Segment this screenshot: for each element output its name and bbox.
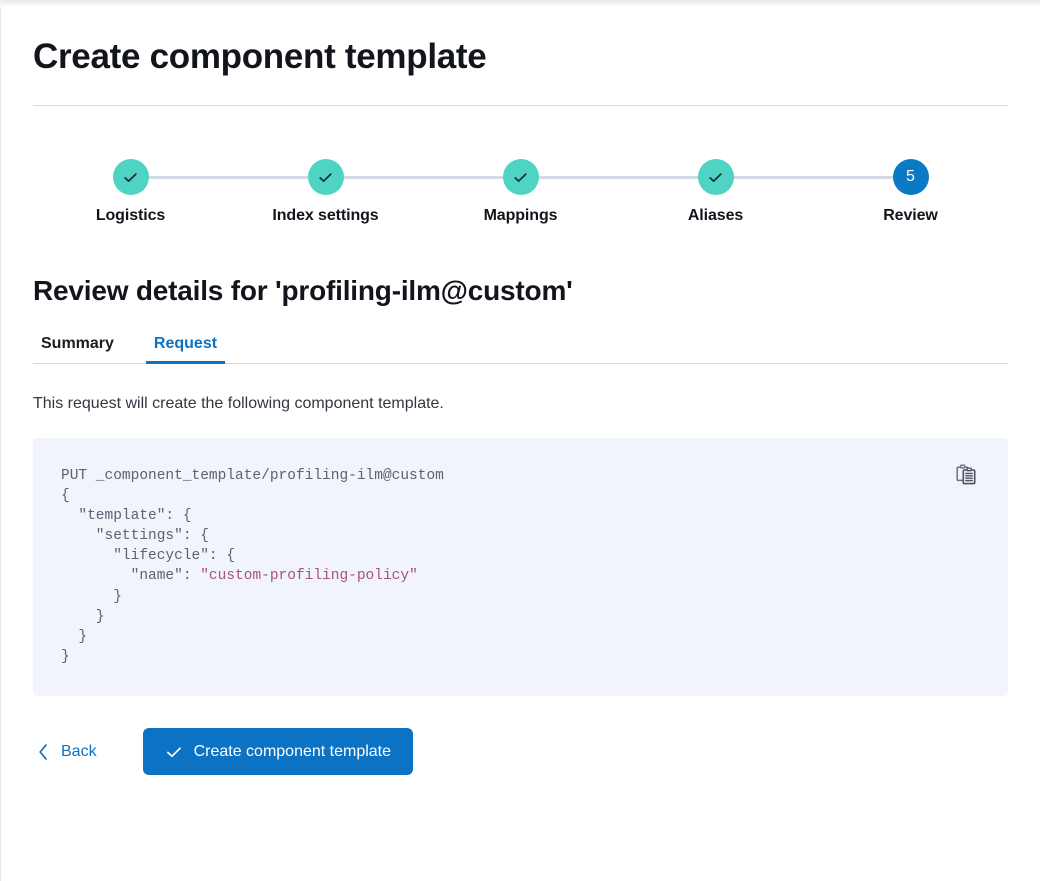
check-icon bbox=[709, 172, 722, 182]
window-top-chrome bbox=[0, 0, 1040, 7]
tab-request[interactable]: Request bbox=[145, 335, 226, 364]
stepper-label: Aliases bbox=[687, 207, 744, 224]
back-button[interactable]: Back bbox=[33, 737, 101, 767]
request-code-block[interactable]: PUT _component_template/profiling-ilm@cu… bbox=[33, 438, 1008, 667]
check-icon bbox=[319, 172, 332, 182]
page-title: Create component template bbox=[33, 37, 487, 76]
request-body-line: } bbox=[61, 588, 122, 605]
request-body-line: "template": { bbox=[61, 508, 192, 525]
create-component-template-label: Create component template bbox=[193, 742, 392, 760]
stepper-connector bbox=[813, 176, 911, 179]
page-left-border bbox=[0, 7, 1, 881]
request-body-line: } bbox=[61, 648, 70, 665]
wizard-footer: Back Create component template bbox=[33, 728, 1008, 775]
stepper-circle-current[interactable]: 5 bbox=[892, 159, 929, 195]
stepper-step-mappings[interactable]: Mappings bbox=[423, 159, 618, 225]
stepper-label: Mappings bbox=[483, 207, 558, 224]
stepper-step-review[interactable]: 5 Review bbox=[813, 159, 1008, 225]
request-body-line: } bbox=[61, 608, 105, 625]
create-component-template-button[interactable]: Create component template bbox=[142, 728, 414, 775]
review-tabs: Summary Request bbox=[33, 335, 1008, 364]
copy-request-button[interactable] bbox=[954, 462, 978, 486]
stepper-circle-complete[interactable] bbox=[697, 159, 734, 195]
review-heading: Review details for 'profiling-ilm@custom… bbox=[33, 275, 573, 306]
tab-summary[interactable]: Summary bbox=[41, 335, 114, 352]
stepper-connector bbox=[228, 176, 326, 179]
stepper-step-index-settings[interactable]: Index settings bbox=[228, 159, 423, 225]
request-policy-value: "custom-profiling-policy" bbox=[200, 568, 418, 585]
stepper-connector bbox=[130, 176, 228, 179]
stepper-connector bbox=[520, 176, 618, 179]
request-body-line: "lifecycle": { bbox=[61, 548, 236, 565]
stepper-connector bbox=[618, 176, 716, 179]
stepper-connector bbox=[325, 176, 423, 179]
request-body-line: { bbox=[61, 488, 70, 505]
stepper-label: Index settings bbox=[272, 207, 379, 224]
request-body-line: "settings": { bbox=[61, 528, 209, 545]
wizard-stepper: Logistics Index settings bbox=[33, 159, 1008, 225]
back-button-label: Back bbox=[61, 742, 97, 760]
stepper-step-logistics[interactable]: Logistics bbox=[33, 159, 228, 225]
header-divider bbox=[33, 105, 1008, 106]
chevron-left-icon bbox=[39, 743, 47, 760]
stepper-connector bbox=[715, 176, 813, 179]
stepper-circle-complete[interactable] bbox=[307, 159, 344, 195]
copy-clipboard-icon bbox=[956, 464, 976, 484]
check-icon bbox=[514, 172, 527, 182]
stepper-label: Review bbox=[883, 207, 938, 224]
stepper-circle-complete[interactable] bbox=[502, 159, 539, 195]
request-description: This request will create the following c… bbox=[33, 395, 444, 412]
stepper-step-aliases[interactable]: Aliases bbox=[618, 159, 813, 225]
check-icon bbox=[124, 172, 137, 182]
stepper-label: Logistics bbox=[95, 207, 166, 224]
request-method-line: PUT _component_template/profiling-ilm@cu… bbox=[61, 468, 444, 484]
stepper-connector bbox=[423, 176, 521, 179]
request-body-line: } bbox=[61, 628, 88, 645]
create-component-template-page: Create component template Logistics bbox=[1, 7, 1040, 881]
stepper-number: 5 bbox=[906, 168, 915, 185]
stepper-circle-complete[interactable] bbox=[112, 159, 149, 195]
request-code-panel: PUT _component_template/profiling-ilm@cu… bbox=[33, 438, 1008, 696]
request-body-line: "name": bbox=[61, 568, 201, 585]
check-icon bbox=[166, 746, 181, 757]
